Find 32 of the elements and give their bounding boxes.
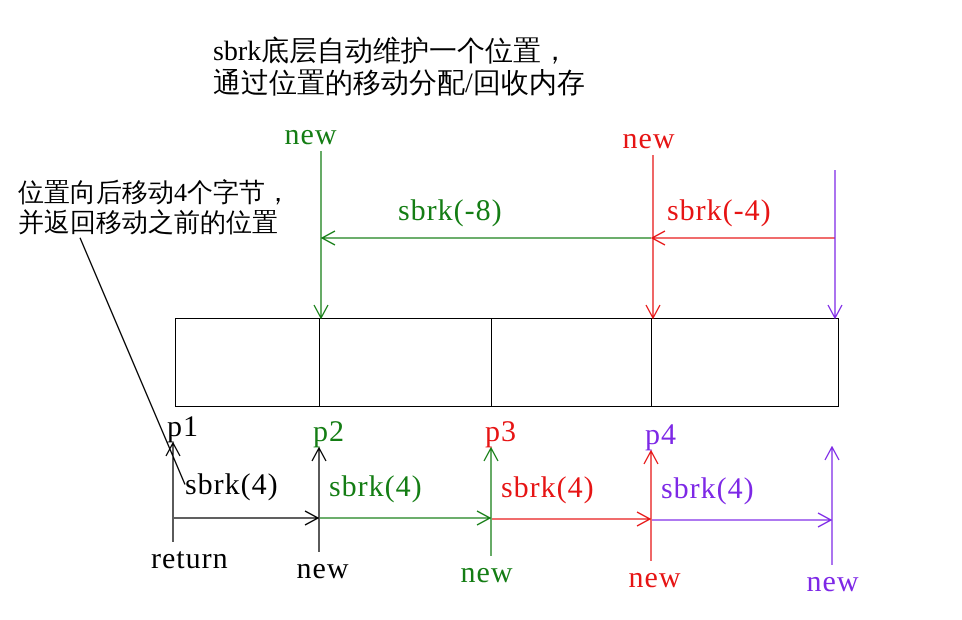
arrow [311, 447, 327, 552]
call-label: sbrk(-8) [398, 194, 503, 227]
position-label: new [628, 561, 682, 594]
call-label: sbrk(4) [185, 468, 279, 501]
pointer-label: p1 [167, 410, 199, 443]
annotation-text: 位置向后移动4个字节，并返回移动之前的位置 [18, 178, 293, 238]
position-label: new [284, 118, 338, 151]
arrow [645, 155, 661, 319]
arrow [483, 447, 499, 556]
arrow [313, 151, 329, 319]
position-label: new [622, 122, 676, 155]
call-label: sbrk(4) [661, 472, 755, 505]
position-label: new [296, 552, 350, 585]
arrow [643, 450, 659, 561]
arrow [165, 442, 181, 542]
memory-cell [175, 318, 320, 407]
leader-line [79, 238, 186, 485]
call-label: sbrk(-4) [667, 194, 772, 227]
memory-cell [651, 318, 839, 407]
position-label: new [806, 565, 860, 598]
position-label: new [460, 556, 514, 589]
arrow [824, 446, 840, 565]
memory-cell [319, 318, 492, 407]
return-label: return [151, 542, 229, 575]
title: sbrk底层自动维护一个位置，通过位置的移动分配/回收内存 [213, 36, 586, 100]
memory-cell [491, 318, 652, 407]
pointer-label: p2 [313, 415, 345, 448]
pointer-label: p4 [645, 418, 677, 451]
arrow [827, 170, 843, 319]
pointer-label: p3 [485, 415, 517, 448]
call-label: sbrk(4) [329, 470, 423, 503]
call-label: sbrk(4) [501, 471, 595, 504]
